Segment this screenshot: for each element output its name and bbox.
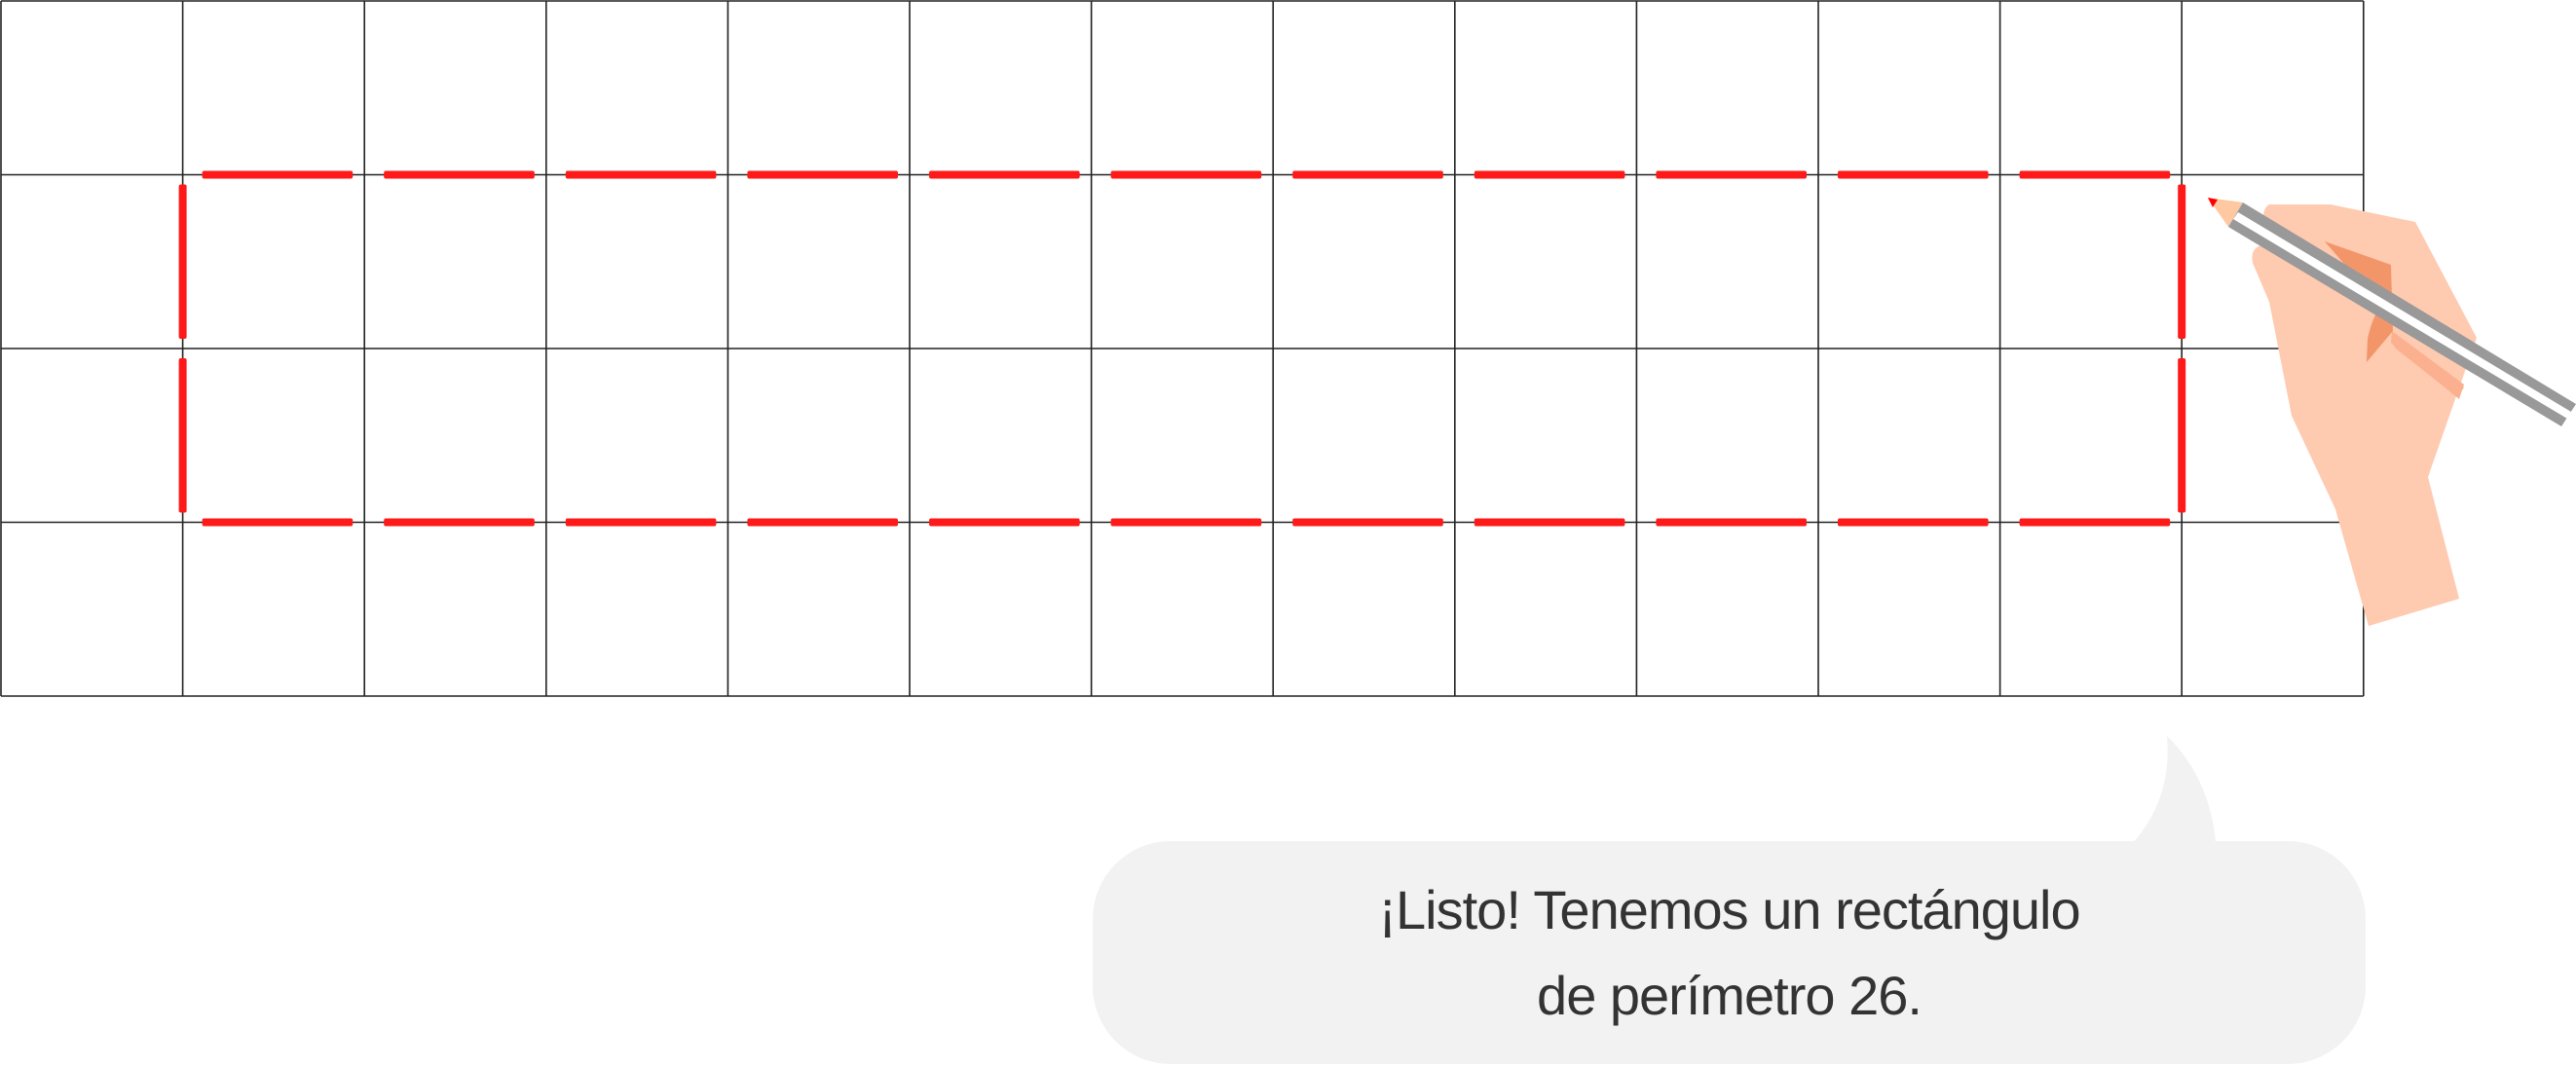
perimeter-segment-vertical: [178, 358, 187, 513]
perimeter-segment-horizontal: [1474, 518, 1625, 527]
speech-bubble-tail: [2133, 736, 2216, 843]
perimeter-segment-horizontal: [929, 518, 1080, 527]
perimeter-segment-horizontal: [384, 170, 535, 179]
perimeter-segment-vertical: [2178, 184, 2186, 339]
speech-line-1: ¡Listo! Tenemos un rectángulo: [1378, 878, 2080, 940]
perimeter-segment-horizontal: [384, 518, 535, 527]
perimeter-segment-horizontal: [1656, 518, 1807, 527]
speech-line-2: de perímetro 26.: [1537, 964, 1923, 1026]
perimeter-segment-horizontal: [1292, 518, 1443, 527]
perimeter-segment-vertical: [178, 184, 187, 339]
perimeter-segment-horizontal: [1656, 170, 1807, 179]
red-rectangle-outline: [178, 170, 2186, 527]
perimeter-segment-horizontal: [929, 170, 1080, 179]
perimeter-segment-horizontal: [565, 518, 717, 527]
perimeter-segment-horizontal: [747, 170, 898, 179]
perimeter-segment-horizontal: [1110, 518, 1262, 527]
perimeter-segment-horizontal: [1292, 170, 1443, 179]
perimeter-segment-horizontal: [202, 170, 354, 179]
perimeter-segment-horizontal: [565, 170, 717, 179]
perimeter-segment-horizontal: [1110, 170, 1262, 179]
perimeter-segment-horizontal: [747, 518, 898, 527]
perimeter-segment-horizontal: [1838, 518, 1989, 527]
perimeter-segment-horizontal: [2019, 518, 2171, 527]
grid: [0, 0, 2365, 697]
speech-bubble: [1093, 736, 2366, 1064]
hand-with-pencil-icon: [2208, 198, 2576, 626]
perimeter-segment-horizontal: [1838, 170, 1989, 179]
pencil-icon: [2208, 198, 2576, 426]
perimeter-segment-horizontal: [2019, 170, 2171, 179]
perimeter-segment-vertical: [2178, 358, 2186, 513]
speech-bubble-text: ¡Listo! Tenemos un rectángulo de perímet…: [1093, 841, 2366, 1064]
perimeter-segment-horizontal: [202, 518, 354, 527]
perimeter-segment-horizontal: [1474, 170, 1625, 179]
